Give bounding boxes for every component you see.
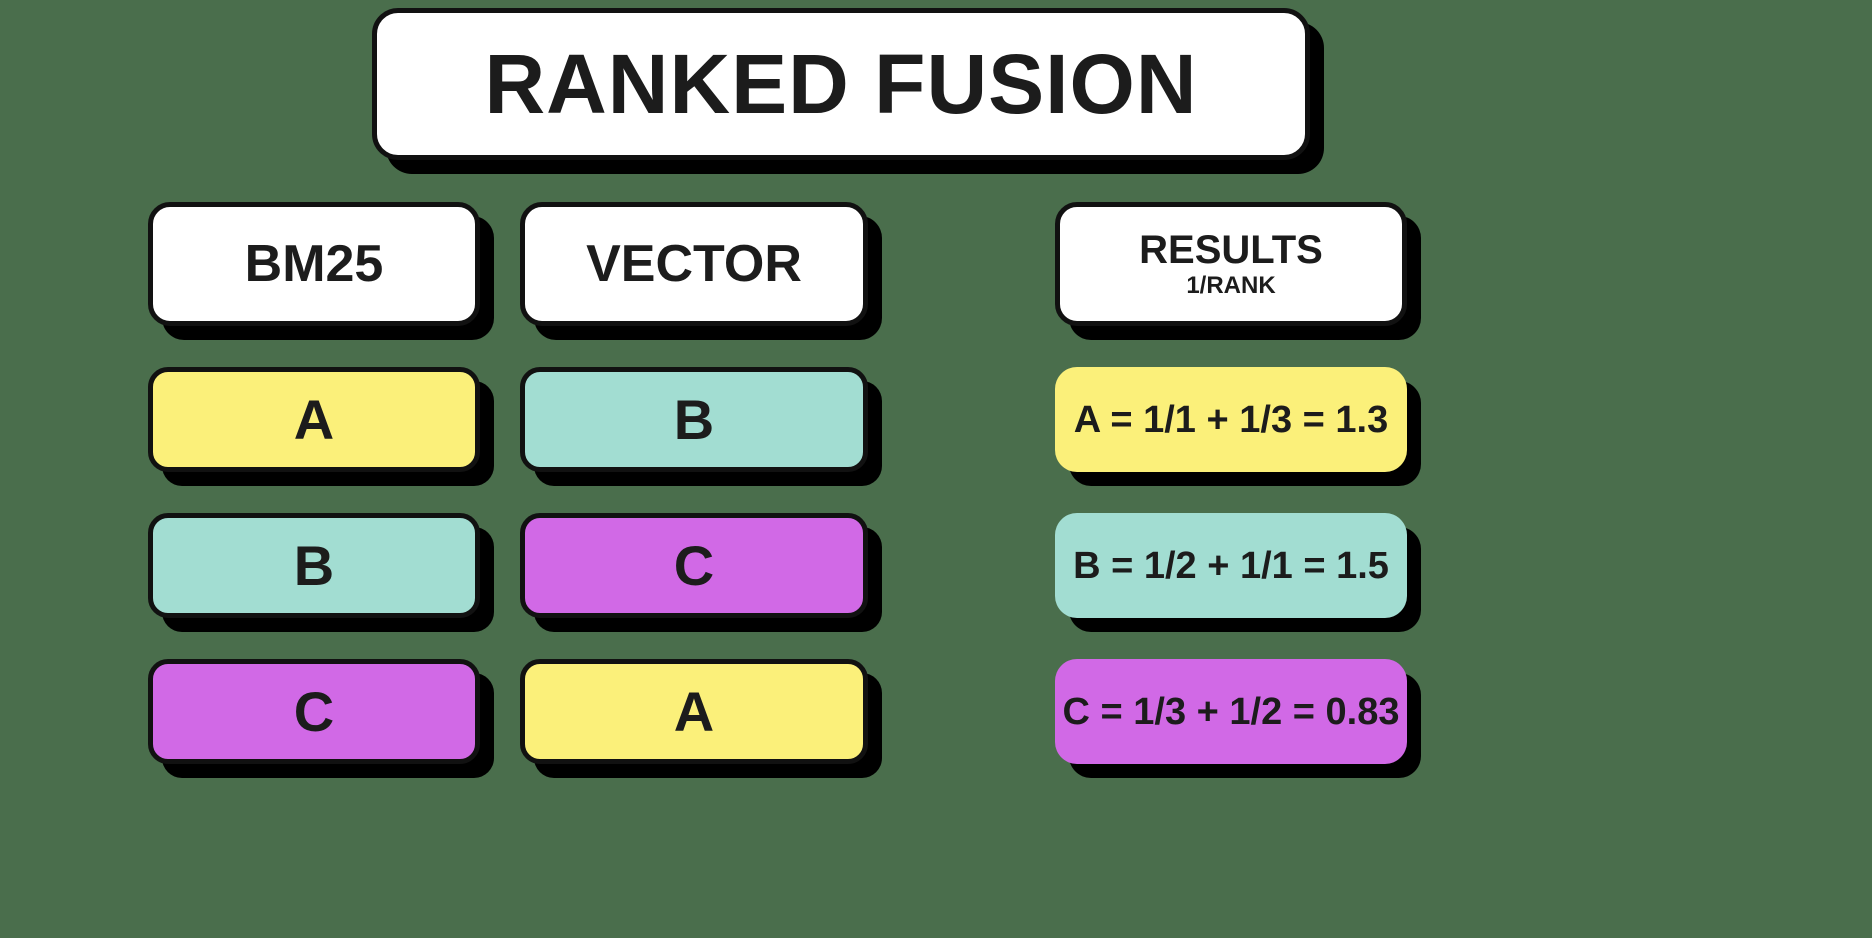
page-title: RANKED FUSION (484, 37, 1198, 131)
cell-label: B (293, 533, 335, 597)
vector-rank-cell-3[interactable]: A (520, 659, 868, 764)
result-score-cell-3[interactable]: C = 1/3 + 1/2 = 0.83 (1055, 659, 1407, 764)
cell-label: C (293, 679, 335, 743)
result-score-cell-1[interactable]: A = 1/1 + 1/3 = 1.3 (1055, 367, 1407, 472)
column-header-bm25: BM25 (148, 202, 480, 326)
cell-label: A (293, 387, 335, 451)
column-header-results: RESULTS 1/RANK (1055, 202, 1407, 326)
column-vector: VECTOR B C A (520, 202, 868, 764)
cell-label: A (673, 679, 715, 743)
column-header-vector: VECTOR (520, 202, 868, 326)
bm25-rank-cell-1[interactable]: A (148, 367, 480, 472)
column-results: RESULTS 1/RANK A = 1/1 + 1/3 = 1.3 B = 1… (1055, 202, 1407, 764)
column-header-label: RESULTS (1139, 228, 1323, 273)
cell-label: B = 1/2 + 1/1 = 1.5 (1073, 544, 1389, 587)
column-header-label: BM25 (244, 234, 384, 293)
cell-label: B (673, 387, 715, 451)
cell-label: A = 1/1 + 1/3 = 1.3 (1073, 398, 1389, 441)
vector-rank-cell-1[interactable]: B (520, 367, 868, 472)
column-bm25: BM25 A B C (148, 202, 480, 764)
title-card: RANKED FUSION (372, 8, 1310, 160)
cell-label: C = 1/3 + 1/2 = 0.83 (1062, 690, 1400, 733)
cell-label: C (673, 533, 715, 597)
vector-rank-cell-2[interactable]: C (520, 513, 868, 618)
bm25-rank-cell-2[interactable]: B (148, 513, 480, 618)
bm25-rank-cell-3[interactable]: C (148, 659, 480, 764)
column-header-label: VECTOR (586, 234, 802, 293)
result-score-cell-2[interactable]: B = 1/2 + 1/1 = 1.5 (1055, 513, 1407, 618)
column-header-sublabel: 1/RANK (1186, 272, 1276, 300)
